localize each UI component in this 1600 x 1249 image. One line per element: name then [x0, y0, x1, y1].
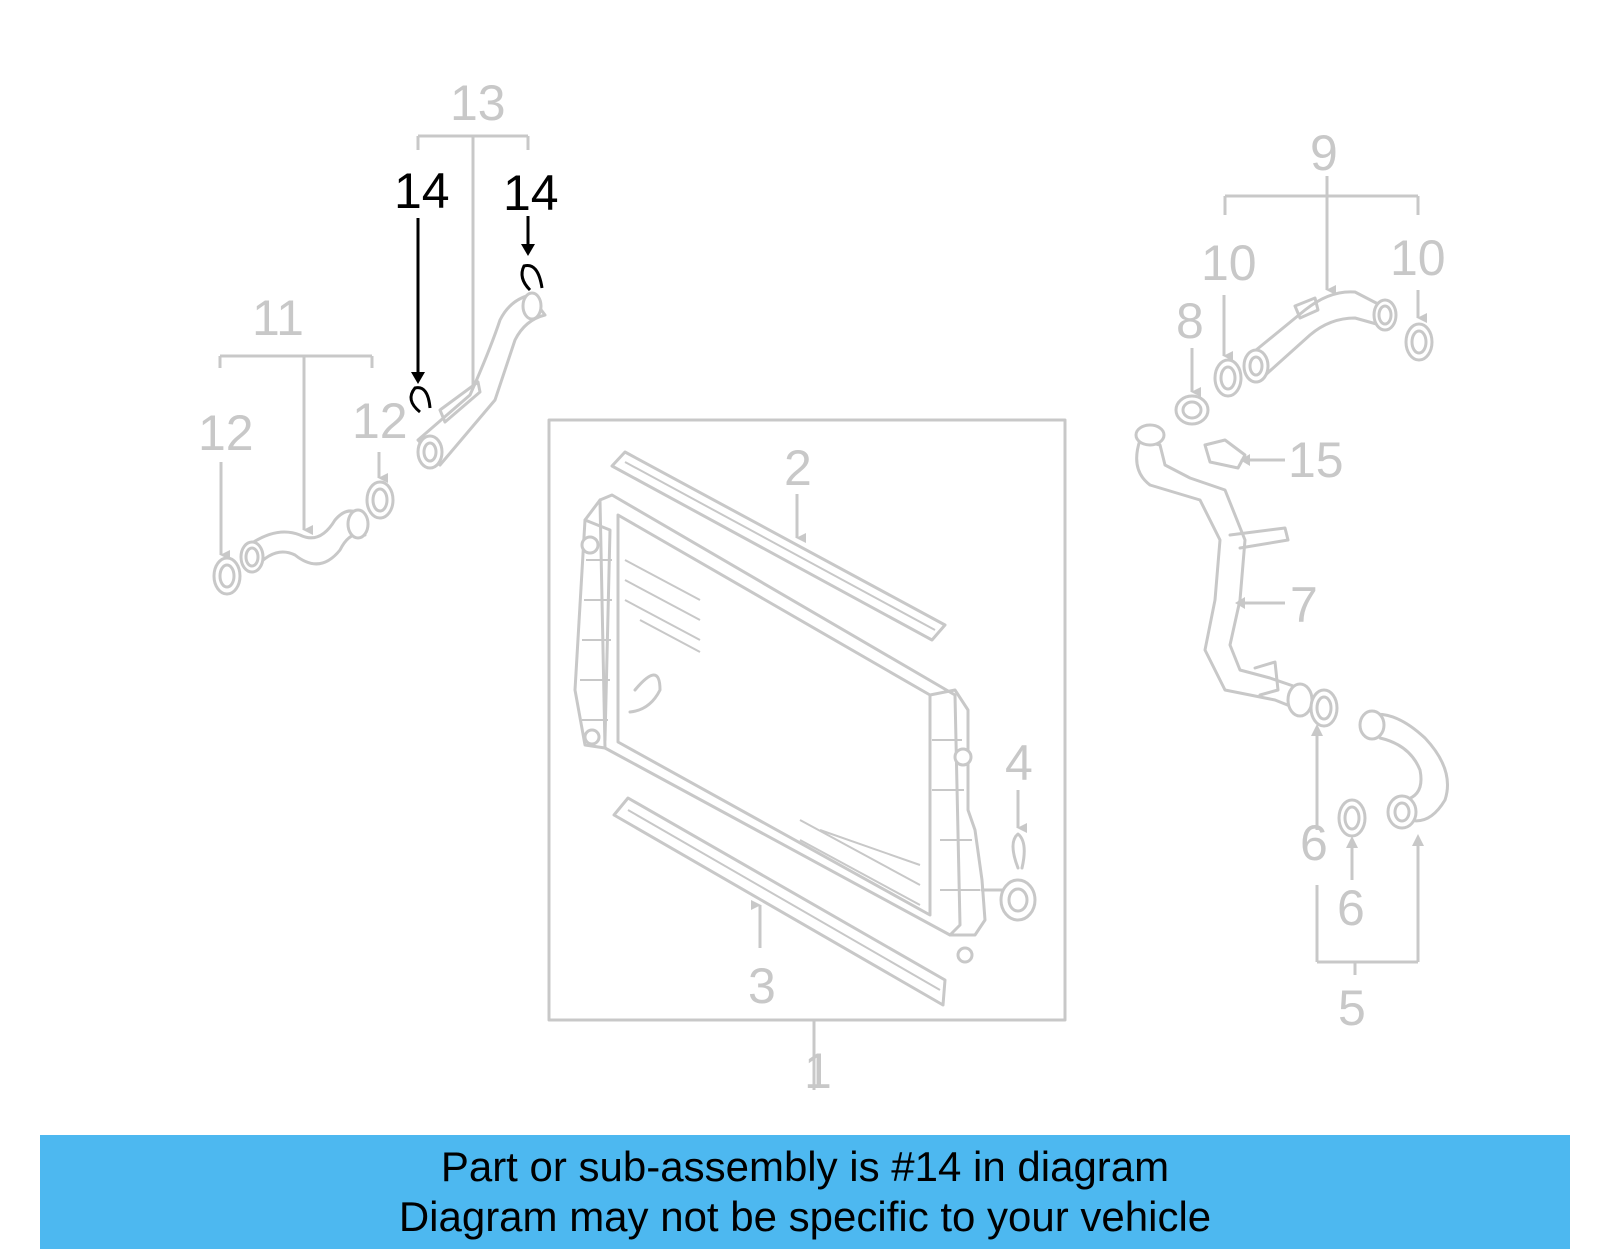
pipe-part-7	[1134, 423, 1314, 718]
parts-diagram: 1 2 3 4 5 6 6 7 8 9 10 10 11 12 12 13 14…	[198, 75, 1449, 1099]
callout-4: 4	[1005, 735, 1033, 791]
info-banner: Part or sub-assembly is #14 in diagram D…	[40, 1135, 1570, 1249]
callout-15: 15	[1288, 432, 1344, 488]
callout-6b: 6	[1337, 880, 1365, 936]
clip-part-14-left	[409, 218, 432, 414]
callout-10a: 10	[1201, 235, 1257, 291]
sensor-part-15	[1203, 438, 1285, 470]
callout-5: 5	[1338, 980, 1366, 1036]
callout-6a: 6	[1300, 815, 1328, 871]
callout-1: 1	[804, 1043, 832, 1099]
callout-2: 2	[784, 440, 812, 496]
callout-7: 7	[1290, 577, 1318, 633]
hose-assembly-11	[212, 354, 395, 596]
callout-12b: 12	[352, 393, 408, 449]
clamp-part-8	[1174, 348, 1210, 426]
callout-11: 11	[252, 290, 304, 346]
callout-9: 9	[1310, 125, 1338, 181]
clip-part-14-right	[520, 216, 544, 292]
callout-10b: 10	[1390, 230, 1446, 286]
hose-assembly-5	[1309, 688, 1449, 975]
banner-line-1: Part or sub-assembly is #14 in diagram	[440, 1143, 1170, 1190]
banner-line-2: Diagram may not be specific to your vehi…	[398, 1193, 1212, 1240]
core-fins	[624, 559, 921, 906]
callout-13: 13	[450, 75, 506, 131]
callout-12a: 12	[198, 405, 254, 461]
intercooler-assembly	[547, 418, 1067, 1090]
callout-8: 8	[1176, 293, 1204, 349]
callout-14b: 14	[503, 165, 559, 221]
callout-14a: 14	[394, 163, 450, 219]
hose-assembly-13	[416, 134, 547, 470]
callout-3: 3	[748, 958, 776, 1014]
pipe-assembly-9	[1213, 176, 1434, 398]
clip-part-4	[1011, 790, 1027, 870]
